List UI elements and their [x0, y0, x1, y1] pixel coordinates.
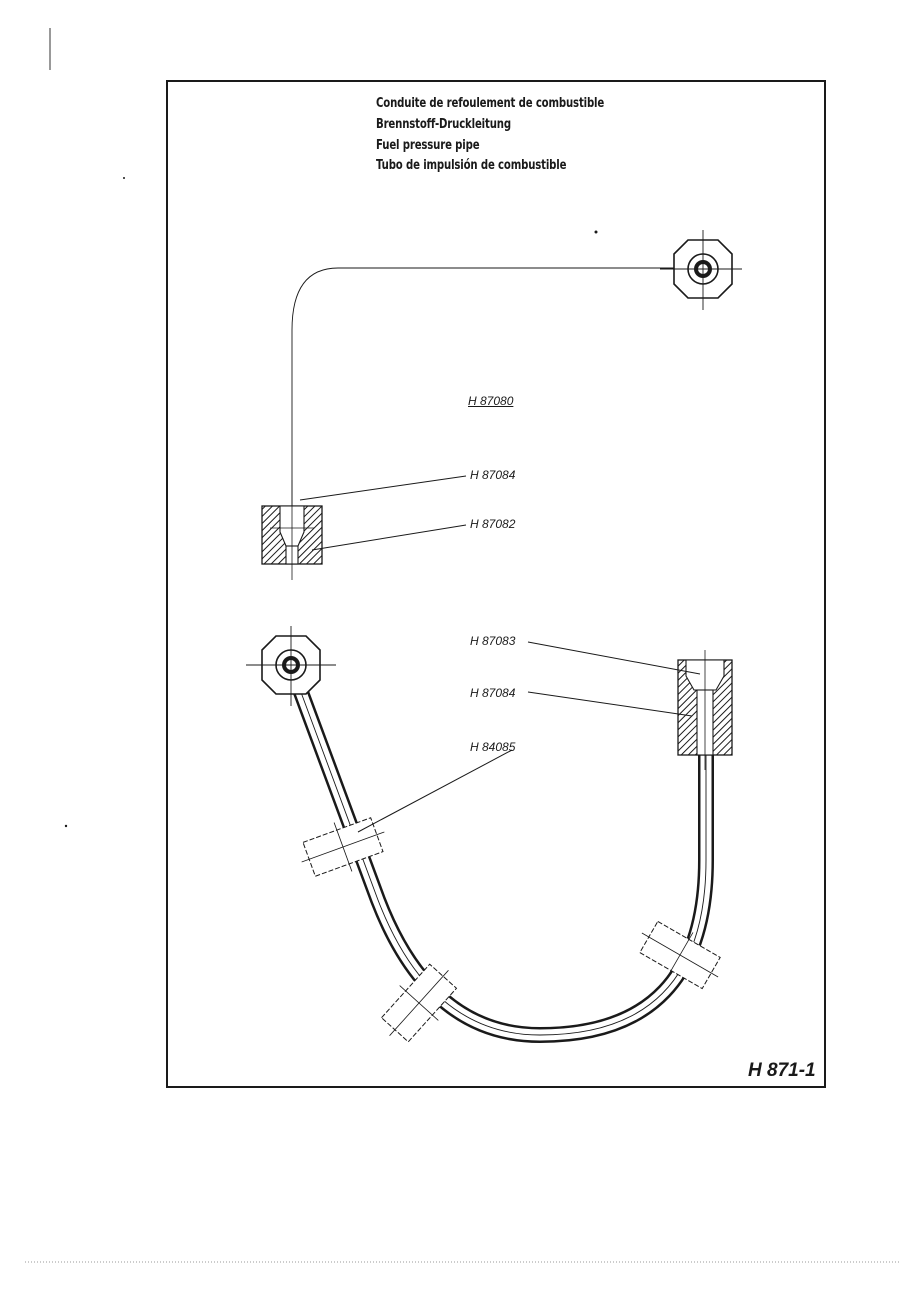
clamp-1 — [301, 817, 385, 877]
lower-pipe — [284, 665, 714, 1044]
clamp-2 — [380, 963, 458, 1043]
leader-lower-3 — [357, 749, 513, 833]
title-spanish: Tubo de impulsión de combustible — [376, 158, 567, 173]
upper-hex-nut — [660, 230, 742, 310]
clamp-3 — [639, 920, 721, 990]
title-french: Conduite de refoulement de combustible — [376, 96, 605, 111]
part-ref-lower-1: H 87083 — [470, 634, 516, 648]
part-ref-upper-1: H 87084 — [470, 468, 516, 482]
leader-upper-2 — [311, 524, 467, 551]
leader-lower-1 — [527, 641, 701, 675]
upper-pipe — [289, 265, 702, 520]
upper-fitting — [261, 480, 323, 580]
title-german: Brennstoff-Druckleitung — [376, 117, 511, 132]
part-ref-lower-3: H 84085 — [470, 740, 516, 754]
part-ref-lower-2: H 87084 — [470, 686, 516, 700]
sheet-number: H 871-1 — [748, 1060, 816, 1081]
leader-lower-2 — [527, 691, 693, 717]
drawing-frame — [166, 80, 826, 1088]
lower-hex-nut — [246, 626, 336, 706]
assembly-ref-upper: H 87080 — [468, 394, 514, 408]
title-english: Fuel pressure pipe — [376, 138, 480, 153]
leader-upper-1 — [299, 475, 467, 501]
lower-fitting — [677, 650, 733, 770]
part-ref-upper-2: H 87082 — [470, 517, 516, 531]
